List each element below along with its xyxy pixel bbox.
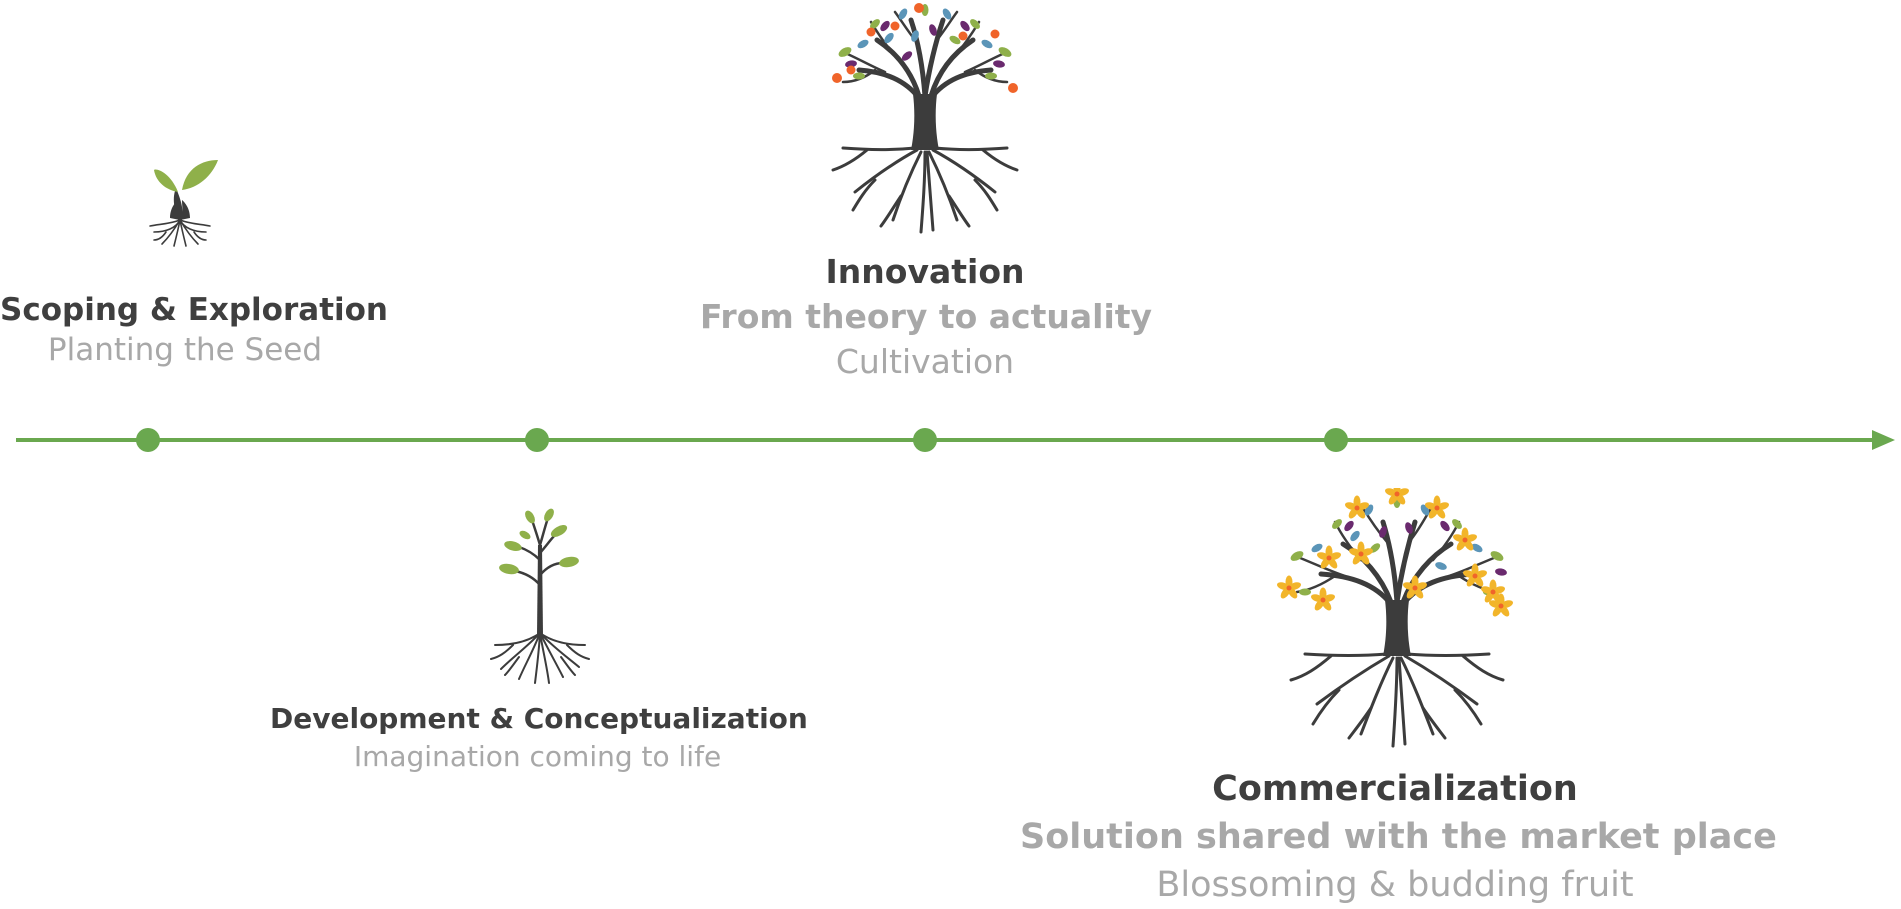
- stage-subtitle: From theory to actuality: [700, 297, 1153, 336]
- stage-development-labels: Development & Conceptualization Imaginat…: [270, 700, 808, 776]
- flower-icon: [1277, 575, 1301, 599]
- stage-subtitle-2: Blossoming & budding fruit: [1156, 865, 1634, 905]
- stage-title: Innovation: [825, 252, 1025, 291]
- stage-title: Commercialization: [1212, 769, 1578, 809]
- stage-innovation-labels: Innovation From theory to actuality Cult…: [700, 250, 1153, 384]
- stage-title: Development & Conceptualization: [270, 702, 808, 735]
- flower-icon: [1463, 563, 1487, 587]
- timeline-dot-scoping: [136, 428, 160, 452]
- flower-icon: [1311, 587, 1335, 611]
- flower-icon: [1403, 575, 1427, 599]
- flower-icon: [1345, 495, 1369, 519]
- flower-icon: [1317, 545, 1341, 569]
- fruit-tree-icon: [831, 3, 1019, 234]
- timeline-arrowhead: [1872, 430, 1895, 450]
- stage-subtitle: Solution shared with the market place: [1020, 817, 1777, 857]
- stage-commercialization-labels: Commercialization Solution shared with t…: [1020, 765, 1777, 909]
- stage-subtitle-2: Cultivation: [835, 342, 1015, 381]
- timeline-dot-commercialization: [1324, 428, 1348, 452]
- flower-icon: [1349, 541, 1373, 565]
- timeline-dot-innovation: [913, 428, 937, 452]
- stage-scoping-labels: Scoping & Exploration Planting the Seed: [0, 290, 388, 370]
- flower-icon: [1481, 579, 1505, 603]
- stage-title: Scoping & Exploration: [0, 292, 388, 328]
- seedling-icon: [149, 160, 218, 247]
- sapling-icon: [490, 508, 590, 684]
- flower-icon: [1385, 488, 1409, 505]
- stage-subtitle: Planting the Seed: [47, 332, 323, 368]
- timeline-dot-development: [525, 428, 549, 452]
- flower-icon: [1453, 527, 1477, 551]
- stage-subtitle: Imagination coming to life: [353, 740, 722, 773]
- flower-icon: [1489, 593, 1513, 617]
- blossom-tree-icon: [1277, 488, 1513, 748]
- flower-icon: [1425, 495, 1449, 519]
